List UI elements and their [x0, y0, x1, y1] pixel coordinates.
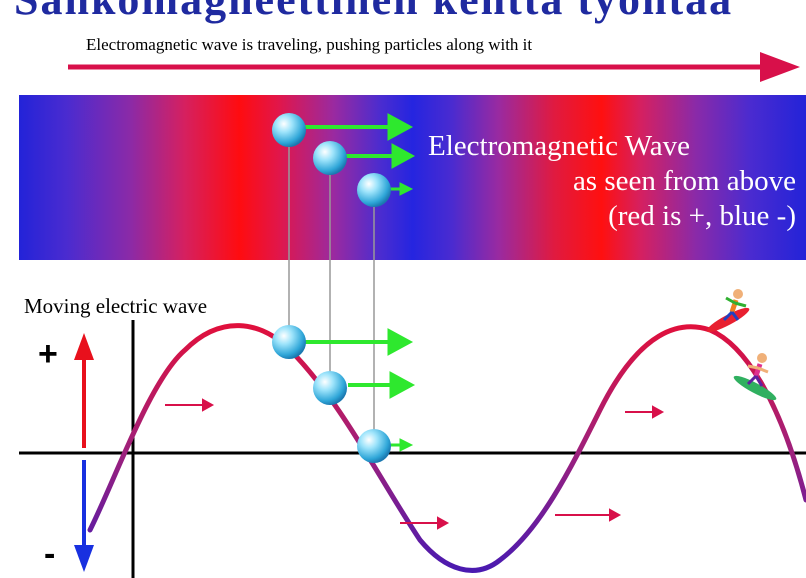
force-arrow-icon [390, 438, 414, 452]
particle-sphere-icon [272, 113, 306, 147]
banner-title: Electromagnetic Wave [428, 130, 691, 162]
positive-arrow [74, 333, 94, 448]
force-arrow-icon [305, 113, 414, 141]
force-arrow-icon [346, 143, 416, 169]
travel-arrow-icon [400, 516, 450, 530]
minus-sign: - [44, 535, 56, 573]
particle-sphere-icon [357, 429, 391, 463]
travel-direction-arrow [68, 52, 800, 82]
surfer-icon [733, 353, 777, 401]
surfer-icon [706, 289, 750, 333]
electric-wave-curve [87, 323, 806, 573]
wave-label: Moving electric wave [24, 294, 208, 318]
banner-legend: (red is +, blue -) [608, 200, 796, 232]
particle-sphere-icon [313, 141, 347, 175]
page-title: Sähkömagneettinen kenttä työntää [14, 0, 804, 22]
particle-sphere-icon [357, 173, 391, 207]
banner-subtitle: as seen from above [572, 165, 796, 197]
force-arrow-icon [305, 328, 414, 356]
particle-sphere-icon [313, 371, 347, 405]
travel-arrow-icon [555, 508, 622, 522]
plus-sign: + [38, 335, 58, 373]
travel-arrow-icon [625, 405, 665, 419]
travel-arrow-icon [165, 398, 215, 412]
negative-arrow [74, 460, 94, 572]
force-arrow-icon [390, 182, 414, 196]
caption-text: Electromagnetic wave is traveling, pushi… [86, 35, 533, 54]
particle-sphere-icon [272, 325, 306, 359]
wave-top-view-banner [19, 95, 806, 260]
force-arrow-icon [348, 371, 416, 399]
